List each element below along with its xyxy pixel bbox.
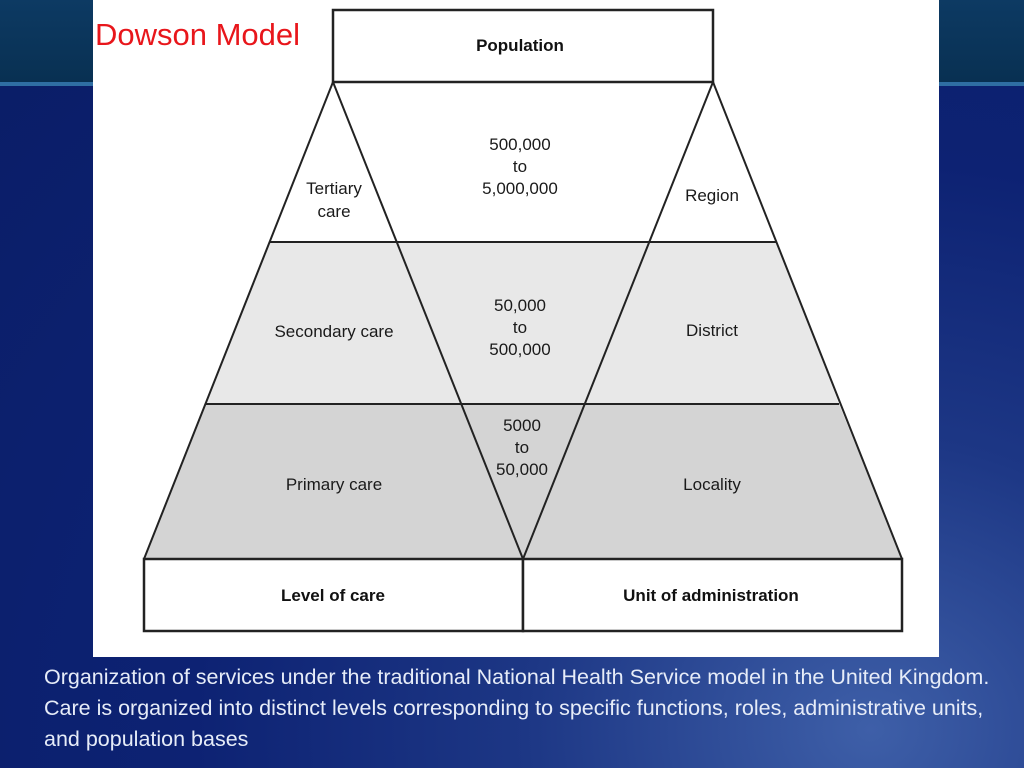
secondary-population-line1: 50,000 <box>494 296 546 315</box>
secondary-population-line3: 500,000 <box>489 340 550 359</box>
tertiary-care-label-line2: care <box>317 202 350 221</box>
primary-population-line2: to <box>515 438 529 457</box>
dowson-diagram-figure: Population Level of care Unit of adminis… <box>93 0 939 657</box>
population-header: Population <box>476 36 564 55</box>
primary-population-line1: 5000 <box>503 416 541 435</box>
tier-band-secondary <box>205 242 839 404</box>
trapezoid-right-edge <box>712 81 903 560</box>
region-label: Region <box>685 186 739 205</box>
v-left-diagonal <box>332 81 524 560</box>
level-of-care-footer-box <box>142 557 525 633</box>
population-header-box <box>331 8 715 84</box>
locality-label: Locality <box>683 475 741 494</box>
trapezoid-left-edge <box>143 81 334 560</box>
primary-care-label: Primary care <box>286 475 382 494</box>
tertiary-population-line1: 500,000 <box>489 135 550 154</box>
unit-of-administration-footer: Unit of administration <box>623 586 799 605</box>
district-label: District <box>686 321 738 340</box>
slide-title: Dowson Model <box>95 17 301 52</box>
tier-band-tertiary <box>269 82 777 242</box>
v-right-diagonal <box>522 81 714 560</box>
level-of-care-footer: Level of care <box>281 586 385 605</box>
tier-band-primary <box>144 404 902 559</box>
secondary-population-line2: to <box>513 318 527 337</box>
primary-population-line3: 50,000 <box>496 460 548 479</box>
tertiary-population-line2: to <box>513 157 527 176</box>
tertiary-care-label-line1: Tertiary <box>306 179 362 198</box>
dowson-diagram: Population Level of care Unit of adminis… <box>142 8 904 633</box>
secondary-care-label: Secondary care <box>274 322 393 341</box>
tertiary-population-line3: 5,000,000 <box>482 179 558 198</box>
slide-caption: Organization of services under the tradi… <box>44 665 990 751</box>
unit-of-administration-footer-box <box>521 557 904 633</box>
